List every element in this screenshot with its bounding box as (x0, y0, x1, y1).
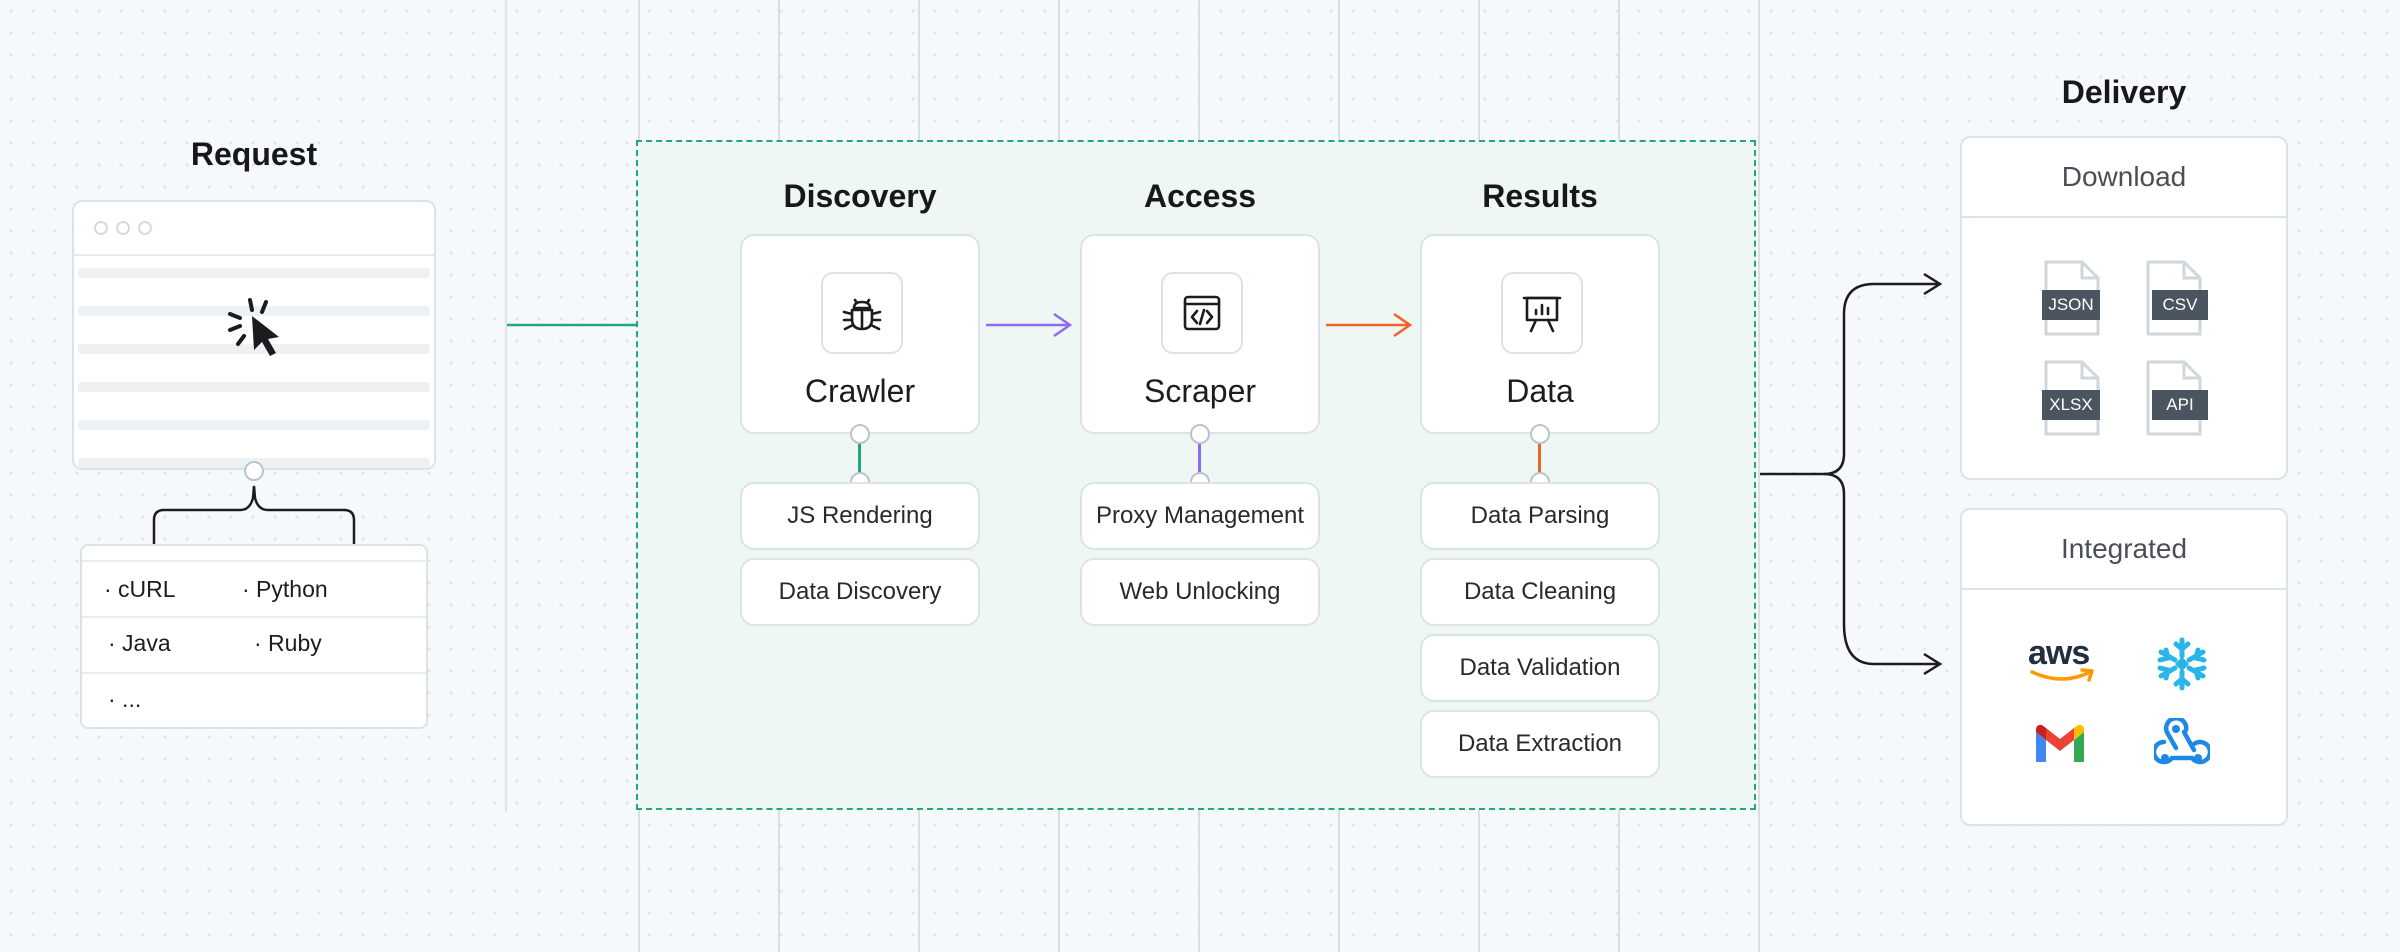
feature-pill: Data Parsing (1420, 482, 1660, 550)
connector-line (858, 444, 861, 482)
aws-logo: aws (2028, 636, 2100, 688)
stage-title-access: Access (1143, 178, 1257, 214)
api-file-icon: API (2144, 360, 2208, 436)
connector-dot (850, 424, 870, 444)
format-badge: JSON (2042, 290, 2100, 320)
format-badge: API (2152, 390, 2208, 420)
language-item: · Java (108, 630, 171, 656)
cursor-click-icon (228, 298, 279, 356)
json-file-icon: JSON (2042, 260, 2102, 336)
format-badge: XLSX (2042, 390, 2100, 420)
feature-pill: Data Cleaning (1420, 558, 1660, 626)
integrated-panel: Integrated aws (1960, 508, 2288, 826)
arrow-discovery-to-access (986, 312, 1073, 338)
stage-title-results: Results (1482, 178, 1598, 214)
connector-dot (1190, 424, 1210, 444)
browser-window (72, 200, 436, 470)
xlsx-file-icon: XLSX (2042, 360, 2102, 436)
csv-file-icon: CSV (2144, 260, 2208, 336)
download-title: Download (1962, 138, 2286, 218)
connector-dot (1530, 424, 1550, 444)
request-brace (152, 485, 356, 546)
browser-connector-dot (244, 461, 264, 481)
bug-icon (821, 272, 903, 354)
feature-pill: JS Rendering (740, 482, 980, 550)
data-label: Data (1506, 373, 1574, 409)
feature-pill: Data Discovery (740, 558, 980, 626)
webhook-icon (2154, 718, 2210, 765)
connector-line (1198, 444, 1201, 482)
feature-pill: Data Extraction (1420, 710, 1660, 778)
crawler-card: Crawler (740, 234, 980, 434)
format-badge: CSV (2152, 290, 2208, 320)
feature-pill: Web Unlocking (1080, 558, 1320, 626)
language-item: · ... (108, 686, 142, 712)
download-panel: Download JSON CSV XLSX API (1960, 136, 2288, 480)
scraper-card: Scraper (1080, 234, 1320, 434)
snowflake-icon (2157, 637, 2207, 691)
delivery-title: Delivery (2061, 74, 2187, 110)
gmail-icon (2036, 724, 2084, 762)
language-list: · cURL · Python · Java · Ruby · ... (80, 544, 428, 729)
feature-pill: Proxy Management (1080, 482, 1320, 550)
section-divider (505, 0, 507, 812)
request-title: Request (190, 136, 318, 172)
connector-line (1538, 444, 1541, 482)
language-item: · Python (242, 576, 328, 602)
language-item: · cURL (104, 576, 176, 602)
browser-titlebar (74, 202, 434, 256)
presentation-chart-icon (1501, 272, 1583, 354)
data-card: Data (1420, 234, 1660, 434)
arrow-access-to-results (1326, 312, 1413, 338)
integrated-title: Integrated (1962, 510, 2286, 590)
language-item: · Ruby (254, 630, 322, 656)
delivery-brace (1760, 272, 1943, 676)
feature-pill: Data Validation (1420, 634, 1660, 702)
crawler-label: Crawler (804, 373, 916, 409)
stage-title-discovery: Discovery (783, 178, 937, 214)
code-window-icon (1161, 272, 1243, 354)
scraper-label: Scraper (1143, 373, 1257, 409)
